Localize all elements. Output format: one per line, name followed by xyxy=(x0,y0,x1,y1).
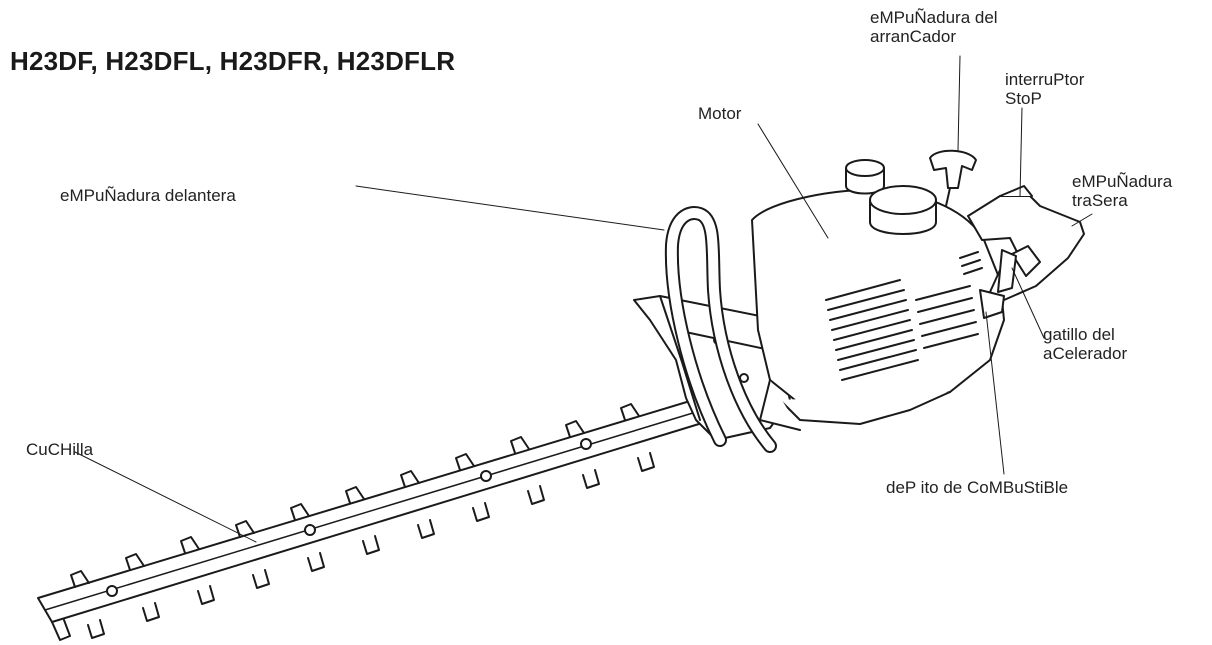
blade xyxy=(37,389,721,641)
throttle-trigger xyxy=(997,249,1017,293)
label-stop-switch-line1: interruPtor xyxy=(1005,70,1085,89)
label-fuel-tank: deP ito de CoMBuStiBle xyxy=(886,478,1069,497)
blade-teeth xyxy=(70,403,655,639)
label-starter-handle-line1: eMPuÑadura del xyxy=(870,8,998,27)
cooling-fins xyxy=(825,251,983,381)
label-throttle-trigger: gatillo del aCelerador xyxy=(1043,325,1127,363)
label-blade: CuCHilla xyxy=(26,440,94,459)
diagram-title: H23DF, H23DFL, H23DFR, H23DFLR xyxy=(10,46,456,76)
front-handle xyxy=(664,206,777,453)
fuel-cap xyxy=(845,159,885,195)
label-front-handle: eMPuÑadura delantera xyxy=(60,186,236,205)
blade-bolts xyxy=(106,438,592,597)
label-starter-handle-line2: arranCador xyxy=(870,27,956,46)
label-throttle-trigger-line2: aCelerador xyxy=(1043,344,1128,363)
label-starter-handle: eMPuÑadura del arranCador xyxy=(870,8,998,46)
label-stop-switch: interruPtor StoP xyxy=(1005,70,1084,108)
label-throttle-trigger-line1: gatillo del xyxy=(1043,325,1115,344)
label-stop-switch-line2: StoP xyxy=(1005,89,1042,108)
label-rear-handle-line1: eMPuÑadura xyxy=(1072,172,1173,191)
leader-lines xyxy=(74,55,1093,543)
rear-handle xyxy=(967,185,1085,301)
label-rear-handle: eMPuÑadura traSera xyxy=(1072,172,1172,210)
starter-handle xyxy=(929,149,977,207)
label-rear-handle-line2: traSera xyxy=(1072,191,1128,210)
label-motor: Motor xyxy=(698,104,742,123)
fuel-tank xyxy=(979,289,1005,319)
air-filter-cap xyxy=(869,185,937,235)
